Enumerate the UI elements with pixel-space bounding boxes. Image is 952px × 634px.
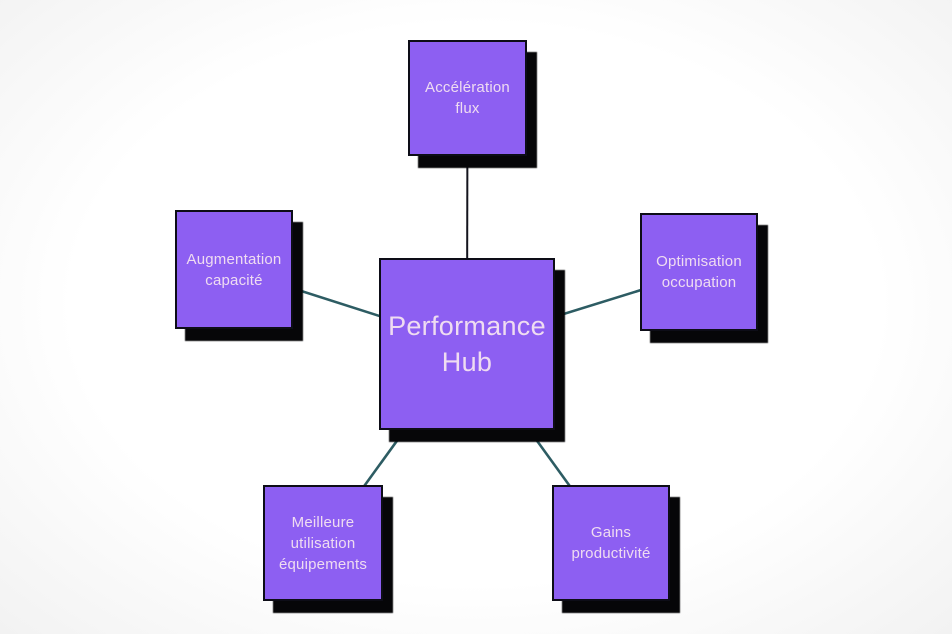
node-label: Accélération flux (425, 79, 510, 117)
node-augmentation-capacite[interactable]: Augmentation capacité (175, 210, 293, 329)
node-gains-productivite[interactable]: Gains productivité (552, 485, 670, 601)
node-label: Optimisation occupation (656, 253, 742, 291)
node-label: Augmentation capacité (186, 250, 282, 289)
hub-label: Performance Hub (388, 310, 546, 377)
node-performance-hub[interactable]: Performance Hub (379, 258, 555, 430)
node-optimisation-occupation[interactable]: Optimisation occupation (640, 213, 758, 331)
node-label: Gains productivité (571, 524, 651, 562)
node-label: Meilleure utilisation équipements (278, 513, 368, 573)
node-acceleration-flux[interactable]: Accélération flux (408, 40, 527, 156)
node-meilleure-utilisation-equipements[interactable]: Meilleure utilisation équipements (263, 485, 383, 601)
